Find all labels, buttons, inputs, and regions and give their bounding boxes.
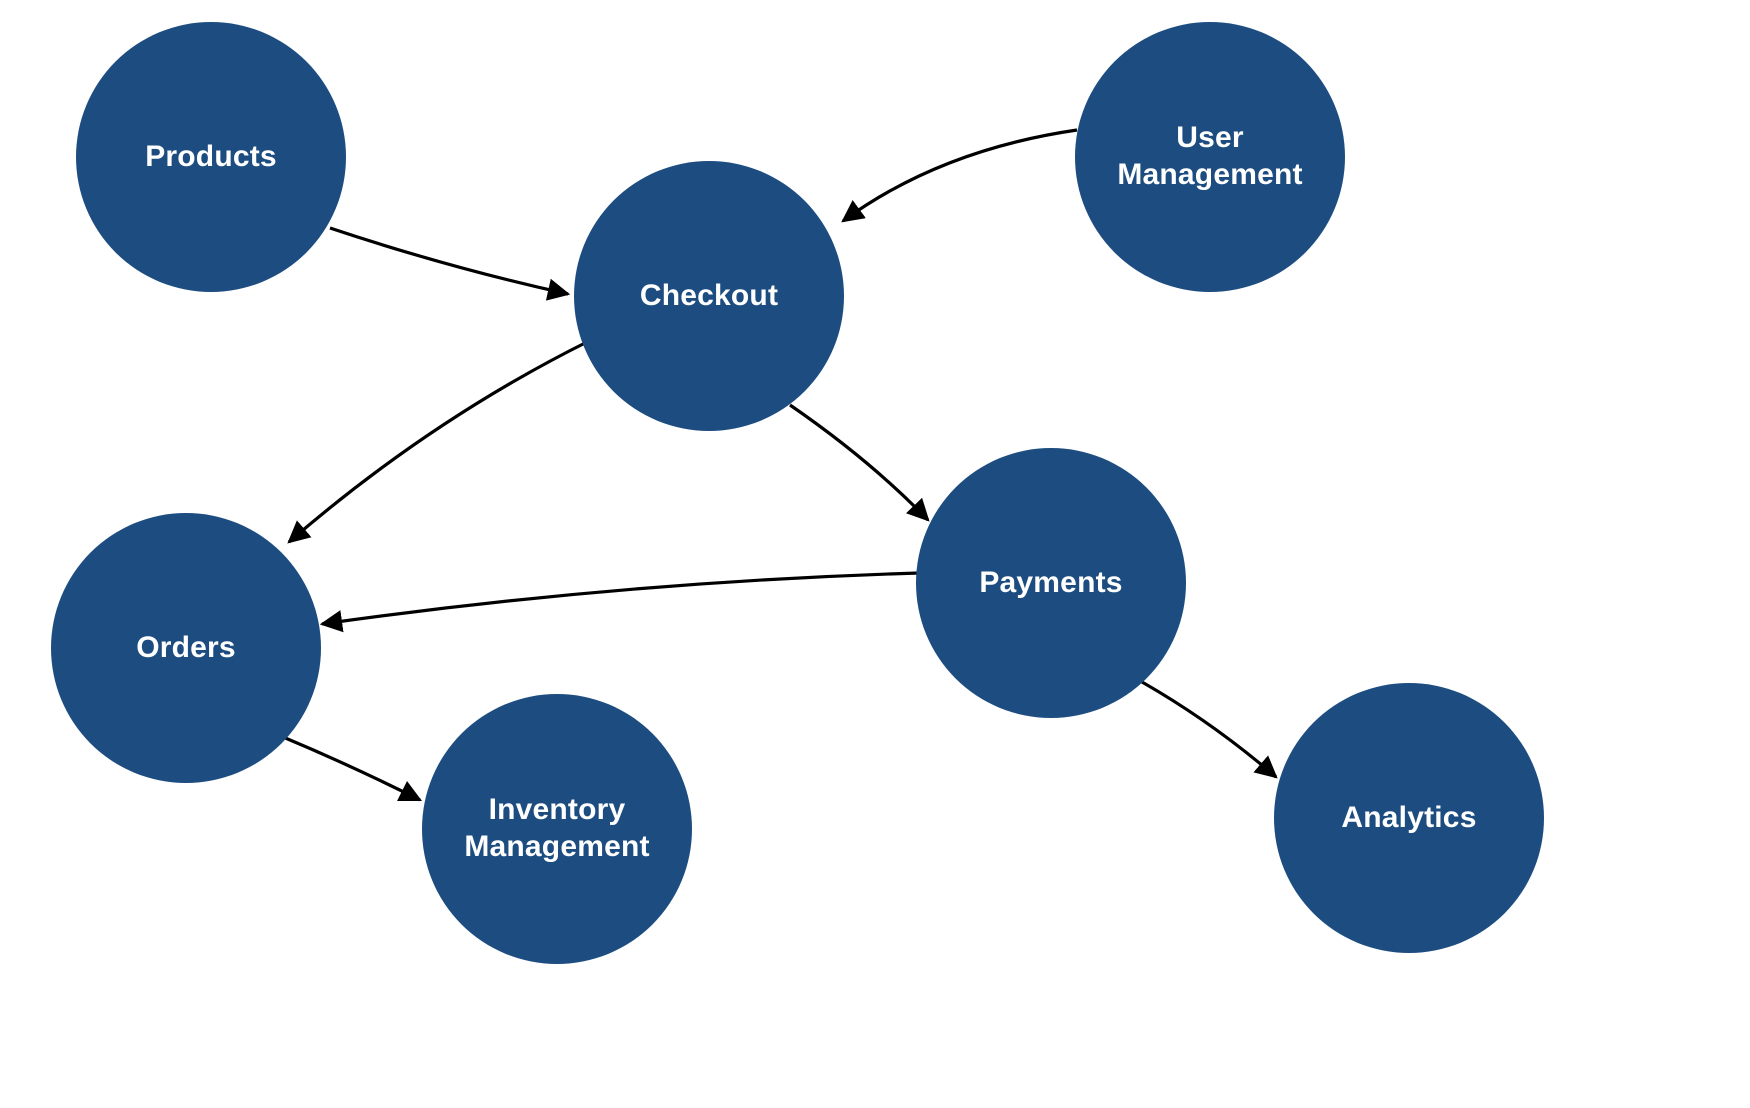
- node-products[interactable]: Products: [76, 22, 346, 292]
- edge-usermgmt-checkout: [841, 128, 1078, 223]
- node-label-products: Products: [145, 139, 277, 173]
- node-user_mgmt[interactable]: User Management: [1075, 22, 1345, 292]
- node-payments[interactable]: Payments: [916, 448, 1186, 718]
- edge-checkout-orders: [287, 339, 590, 544]
- node-label-orders: Orders: [136, 630, 236, 664]
- node-label-payments: Payments: [979, 565, 1123, 599]
- edge-products-checkout: [329, 226, 571, 301]
- node-orders[interactable]: Orders: [51, 513, 321, 783]
- node-label-analytics: Analytics: [1341, 800, 1477, 834]
- edge-payments-orders: [319, 571, 920, 633]
- edge-orders-inventory: [282, 735, 423, 802]
- node-analytics[interactable]: Analytics: [1274, 683, 1544, 953]
- node-checkout[interactable]: Checkout: [574, 161, 844, 431]
- edge-payments-analytics: [1134, 676, 1278, 779]
- node-label-checkout: Checkout: [639, 278, 779, 312]
- node-inventory[interactable]: Inventory Management: [422, 694, 692, 964]
- node-label-inventory: Inventory Management: [464, 793, 650, 863]
- node-label-user_mgmt: User Management: [1117, 121, 1303, 191]
- edge-checkout-payments: [789, 403, 930, 522]
